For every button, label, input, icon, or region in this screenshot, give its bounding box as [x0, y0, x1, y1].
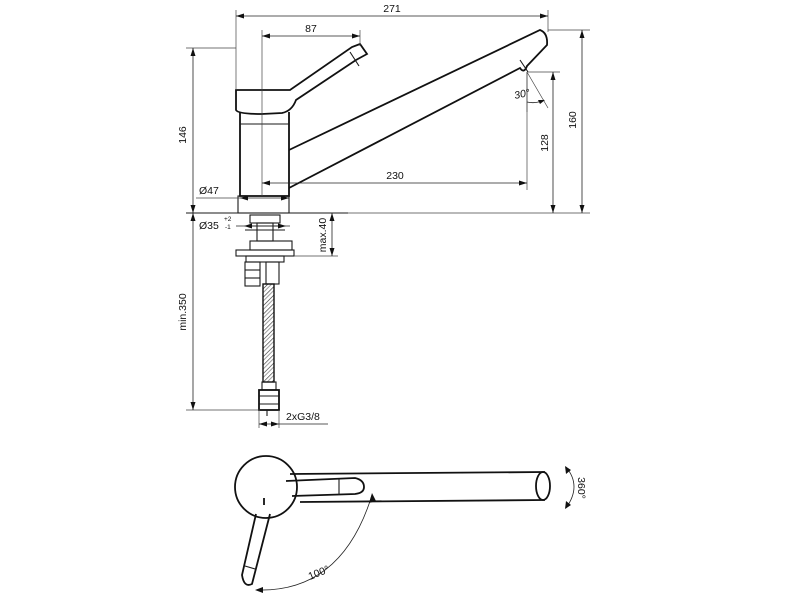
label-max-deck: max.40: [317, 218, 329, 253]
label-hole-tol-upper: +2: [224, 216, 232, 223]
dimension-labels: 271 87 146 160 128 230 30° Ø47 Ø35 +2 -1…: [177, 3, 579, 423]
lever-handle: [235, 42, 369, 115]
dimension-lines: [186, 10, 590, 428]
label-spout-angle: 30°: [513, 87, 531, 102]
label-connection: 2xG3/8: [286, 411, 320, 423]
label-hole-diameter: Ø35: [199, 220, 219, 232]
side-view: [186, 29, 549, 214]
label-min-hose: min.350: [177, 293, 189, 331]
body-top: [234, 455, 298, 519]
fitting-left: [244, 261, 261, 287]
label-hole-tol-lower: -1: [225, 224, 231, 231]
top-view: [234, 455, 575, 593]
label-outlet-height: 128: [539, 134, 551, 152]
mounting-hardware: [235, 214, 295, 416]
top-view-labels: 100° 360°: [307, 477, 587, 583]
lever-rotated: [241, 513, 271, 586]
label-lever-offset: 87: [305, 23, 317, 35]
label-spout-height: 160: [567, 111, 579, 129]
spout: [288, 29, 549, 189]
label-spout-reach: 230: [386, 170, 404, 182]
label-swivel: 360°: [575, 477, 587, 499]
lever-top: [285, 477, 365, 497]
faucet-body: [239, 112, 290, 197]
hose-nut: [258, 389, 280, 411]
mounting-plate: [235, 249, 295, 257]
fitting-right: [265, 261, 280, 285]
label-lever-rotation: 100°: [307, 564, 332, 583]
label-body-height: 146: [177, 126, 189, 144]
spout-tip: [535, 471, 551, 501]
braided-hose: [262, 283, 275, 383]
label-body-diameter: Ø47: [199, 185, 219, 197]
label-overall-length: 271: [383, 3, 401, 15]
